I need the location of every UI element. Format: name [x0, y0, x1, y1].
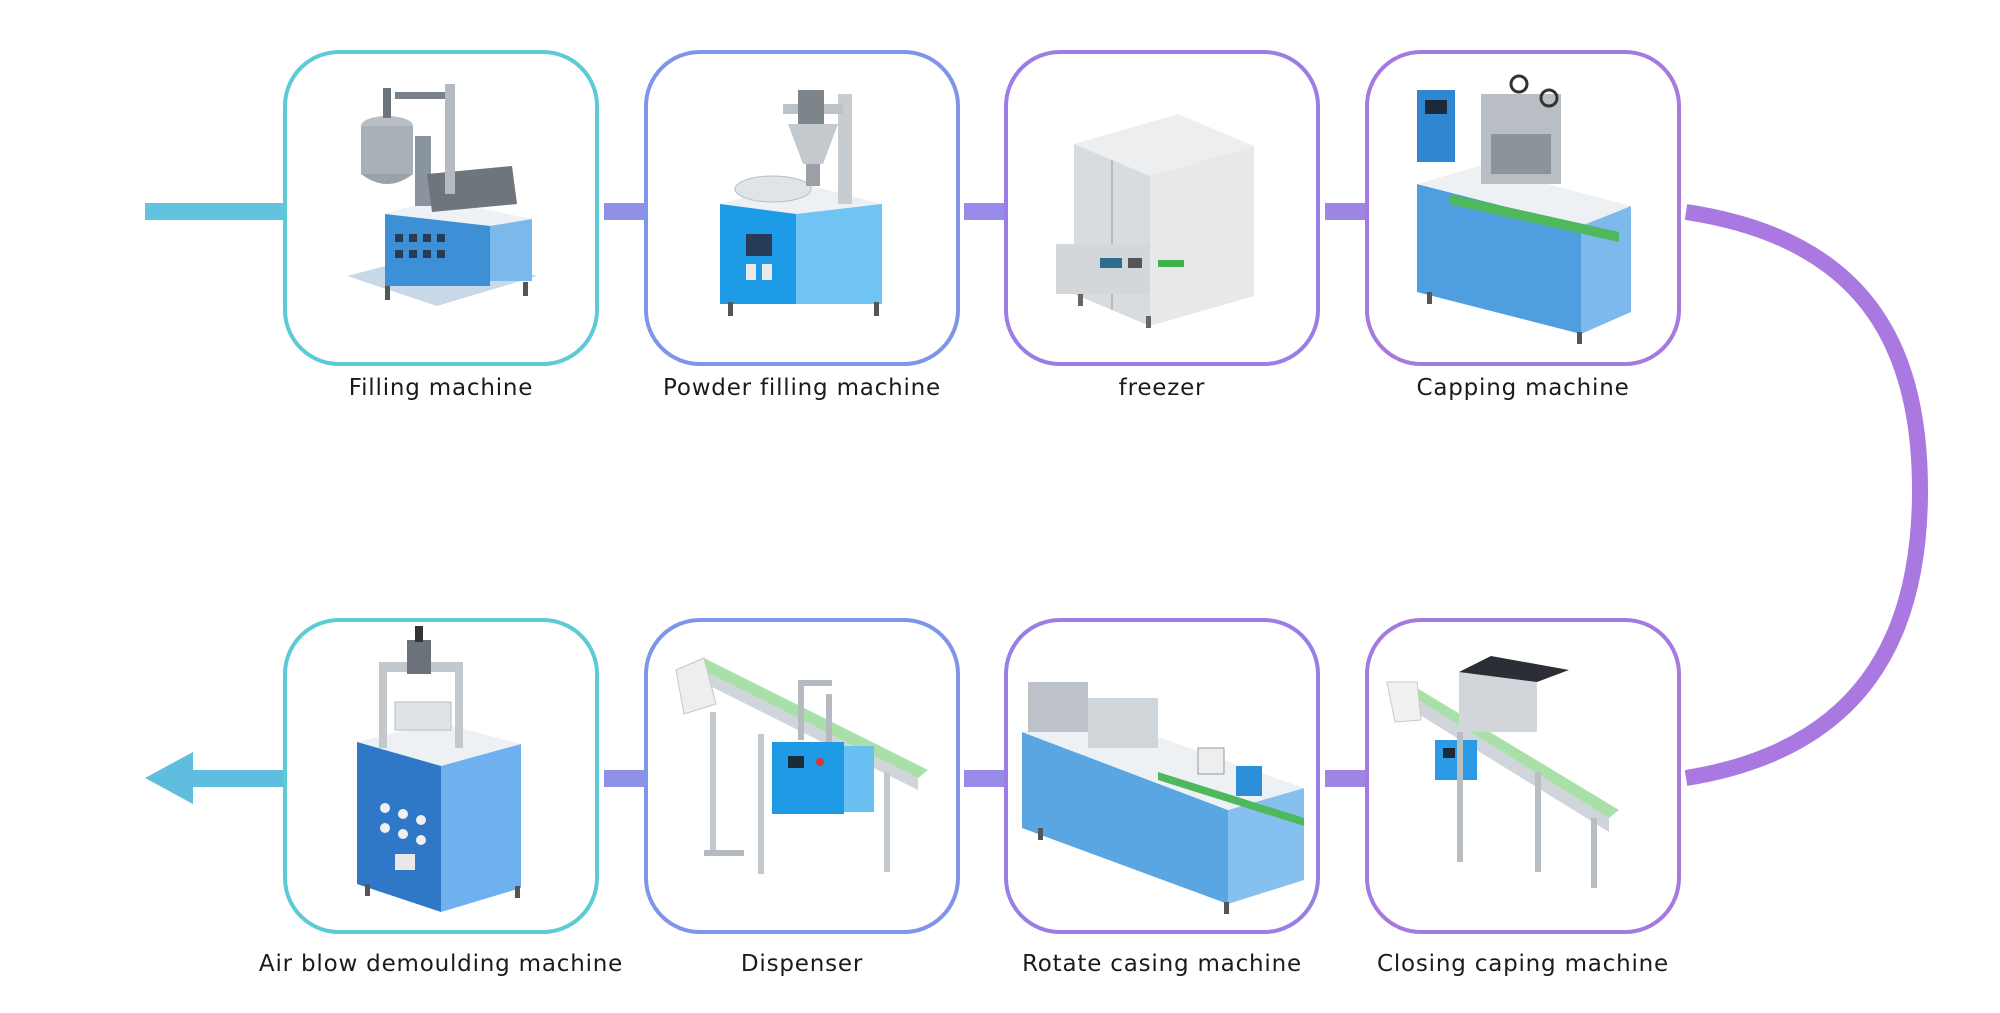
closing-caping-machine-icon	[1386, 656, 1619, 888]
connector-7-8	[604, 770, 644, 787]
capping-machine-icon	[1417, 74, 1631, 344]
outgoing-arrow-icon	[145, 752, 285, 804]
step-card-airblow	[283, 618, 599, 934]
step-label-closing: Closing caping machine	[1376, 951, 1670, 977]
connector-6-7	[964, 770, 1004, 787]
connector-2-3	[964, 203, 1004, 220]
connector-1-2	[604, 203, 644, 220]
freezer-icon	[1056, 114, 1254, 328]
step-card-powder	[644, 50, 960, 366]
step-label-filling: Filling machine	[348, 375, 534, 401]
air-blow-demoulding-machine-icon	[357, 626, 521, 912]
connector-3-4	[1325, 203, 1365, 220]
step-label-capping: Capping machine	[1416, 375, 1630, 401]
step-label-powder: Powder filling machine	[662, 375, 942, 401]
step-card-dispenser	[644, 618, 960, 934]
loop-connector	[1684, 204, 1929, 786]
powder-filling-machine-icon	[720, 90, 882, 316]
step-label-airblow: Air blow demoulding machine	[258, 951, 624, 977]
connector-5-6	[1325, 770, 1365, 787]
step-label-dispenser: Dispenser	[740, 951, 864, 977]
filling-machine-icon	[347, 84, 537, 306]
rotate-casing-machine-icon	[1022, 682, 1304, 914]
step-card-rotate	[1004, 618, 1320, 934]
dispenser-icon	[675, 657, 928, 874]
step-label-freezer: freezer	[1118, 375, 1206, 401]
step-card-closing	[1365, 618, 1681, 934]
step-card-freezer	[1004, 50, 1320, 366]
incoming-flow-line	[145, 203, 285, 220]
step-label-rotate: Rotate casing machine	[1022, 951, 1302, 977]
step-card-capping	[1365, 50, 1681, 366]
step-card-filling	[283, 50, 599, 366]
